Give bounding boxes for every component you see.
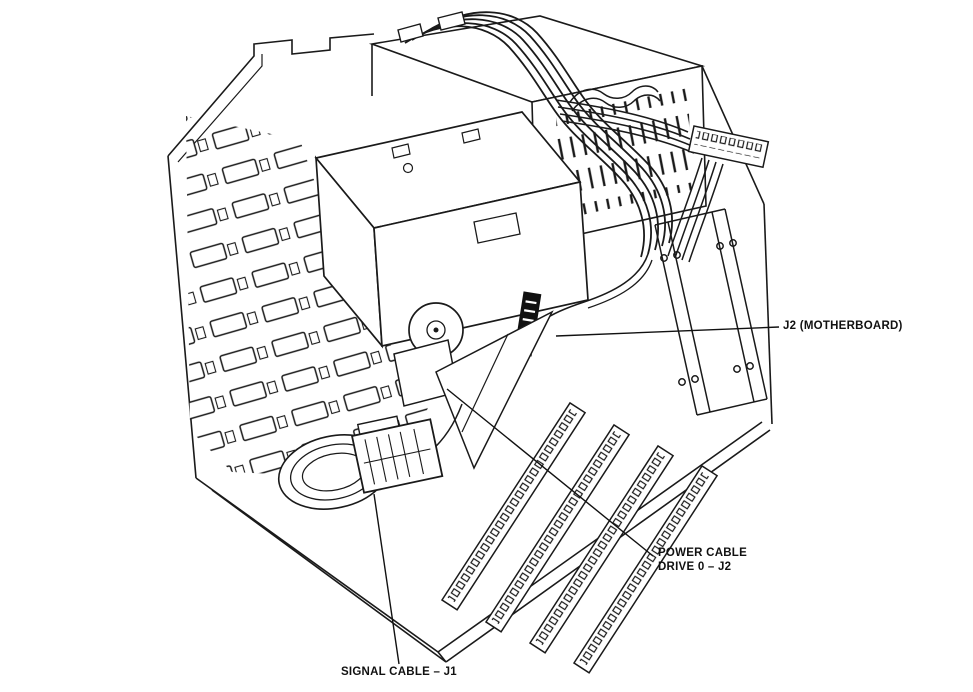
disk-drive xyxy=(314,111,589,358)
slot-bar xyxy=(440,401,587,611)
slot-bar xyxy=(572,464,719,674)
callout-signal-cable: SIGNAL CABLE – J1 xyxy=(341,666,457,678)
leader-line-j2 xyxy=(555,326,780,337)
drive-slot xyxy=(473,212,521,244)
cable-bundle xyxy=(397,11,724,321)
slot-bar xyxy=(484,423,631,633)
card-guide-bracket xyxy=(654,208,768,416)
callout-j2-motherboard: J2 (MOTHERBOARD) xyxy=(783,320,903,332)
expansion-slots xyxy=(440,401,719,674)
leader-line-power xyxy=(446,388,654,557)
spindle-pulley xyxy=(408,302,464,358)
leader-lines xyxy=(373,326,780,665)
callout-power-cable: POWER CABLE DRIVE 0 – J2 xyxy=(658,547,747,574)
callout-power-cable-line2: DRIVE 0 – J2 xyxy=(658,560,732,573)
motherboard-chips xyxy=(186,116,432,480)
rear-edge-connector xyxy=(687,125,770,169)
signal-cable-connector xyxy=(350,415,444,494)
leader-line-signal xyxy=(373,493,400,665)
callout-power-cable-line1: POWER CABLE xyxy=(658,547,747,559)
slot-bar xyxy=(528,444,675,654)
